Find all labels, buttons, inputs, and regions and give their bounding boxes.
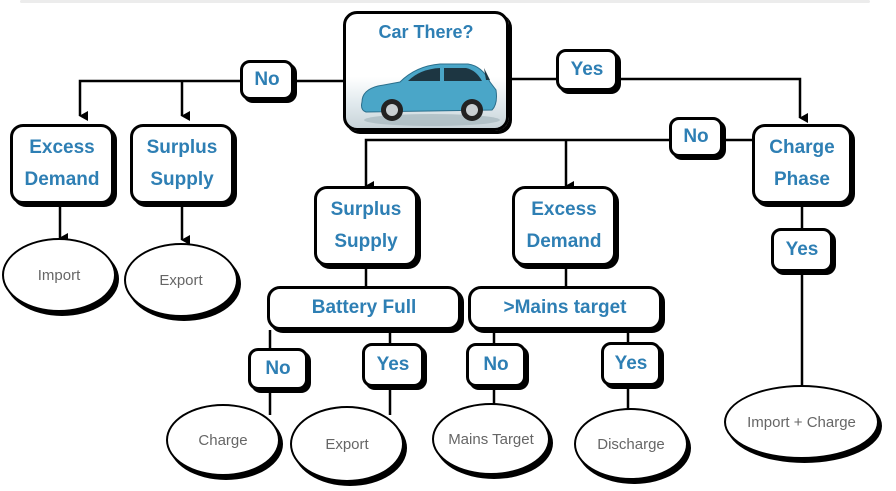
node-battery-full[interactable]: Battery Full [267,286,461,330]
label-yes-root: Yes [556,49,618,91]
outcome-import-charge[interactable]: Import + Charge [724,385,879,459]
outcome-export-left[interactable]: Export [124,243,238,317]
label-no-battery: No [248,348,308,390]
node-excess-demand-left[interactable]: Excess Demand [10,124,114,204]
car-icon [361,63,500,126]
connector-root-no [78,79,343,121]
root-title: Car There? [378,22,474,42]
outcome-export-middle[interactable]: Export [290,406,404,482]
label-no-root: No [240,60,294,100]
label-yes-battery: Yes [362,343,424,387]
label-no-mains: No [466,343,526,387]
outcome-mains-target[interactable]: Mains Target [432,403,550,475]
label-yes-charge-phase: Yes [771,228,833,272]
connector-root-yes [509,77,808,123]
node-mains-target[interactable]: >Mains target [468,286,662,330]
label-no-charge-phase: No [669,117,723,157]
outcome-charge[interactable]: Charge [166,404,280,476]
top-divider [20,0,870,3]
label-yes-mains: Yes [601,342,661,386]
node-charge-phase[interactable]: Charge Phase [752,124,852,204]
outcome-import[interactable]: Import [2,238,116,312]
node-excess-demand-middle[interactable]: Excess Demand [512,186,616,266]
node-surplus-supply-left[interactable]: Surplus Supply [130,124,234,204]
connector-charge-no [364,138,756,191]
node-surplus-supply-middle[interactable]: Surplus Supply [314,186,418,266]
root-decision-car-there[interactable]: Car There? [343,11,509,131]
outcome-discharge[interactable]: Discharge [574,408,688,480]
